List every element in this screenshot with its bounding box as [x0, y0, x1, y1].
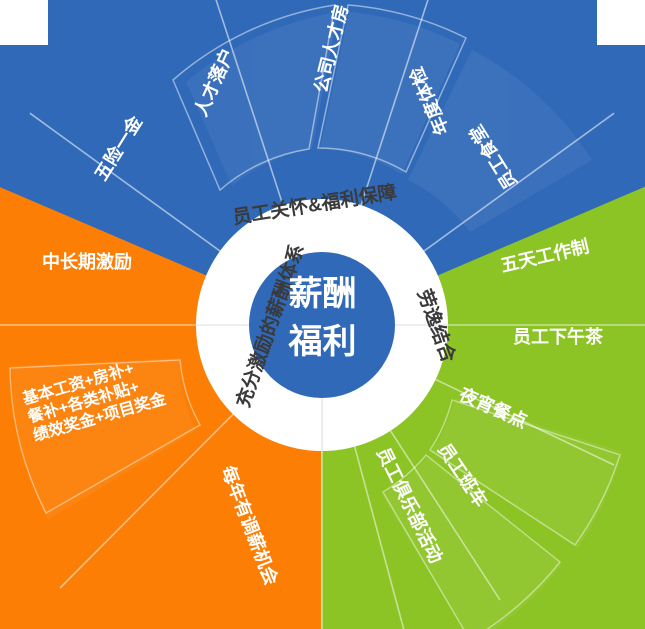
sector-blue[interactable]	[0, 0, 645, 326]
center-hub[interactable]	[249, 252, 395, 398]
